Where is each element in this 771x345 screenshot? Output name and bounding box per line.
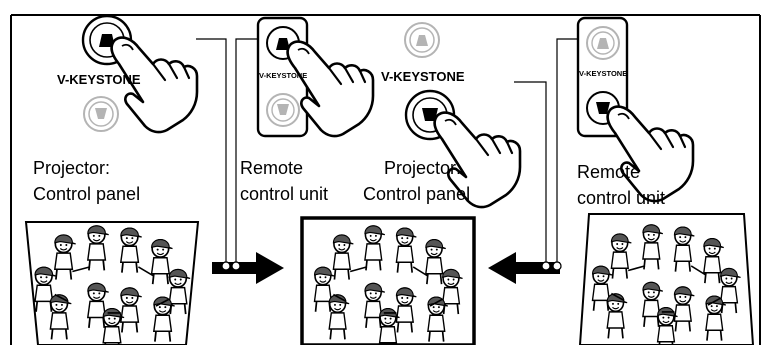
outer-frame	[10, 14, 761, 345]
panel-1-source-line1: Projector:	[33, 158, 111, 178]
arrow-left	[488, 252, 560, 284]
connector-dots	[221, 261, 562, 271]
panel-4-source-line2: control unit	[577, 188, 666, 208]
panel-4-source-line1: Remote	[577, 162, 641, 182]
panel-2-source-line1: Remote	[240, 158, 304, 178]
panel-3-source-line2: Control panel	[363, 184, 471, 204]
panel-3-control-panel	[404, 22, 522, 209]
panel-1-control-panel	[81, 14, 199, 134]
v-keystone-label-3: V-KEYSTONE	[381, 69, 465, 84]
keystone-up-button[interactable]	[404, 22, 440, 58]
panel-2-source-line2: control unit	[240, 184, 329, 204]
v-keystone-label-2: V-KEYSTONE	[259, 71, 308, 80]
keystone-down-button[interactable]	[83, 96, 119, 132]
panel-1-source-line2: Control panel	[33, 184, 141, 204]
panel-2-remote	[256, 16, 375, 138]
panel-3-source-line1: Projector:	[384, 158, 462, 178]
keystone-down-button[interactable]	[266, 93, 300, 127]
image-corrected-rectangle	[300, 216, 476, 345]
image-keystone-top-wide	[578, 213, 755, 345]
panel-4-remote	[576, 16, 695, 203]
image-keystone-bottom-wide	[24, 221, 200, 345]
v-keystone-label-4: V-KEYSTONE	[579, 69, 628, 78]
v-keystone-label-1: V-KEYSTONE	[57, 72, 141, 87]
keystone-up-button[interactable]	[586, 26, 620, 60]
arrow-right	[212, 252, 284, 284]
